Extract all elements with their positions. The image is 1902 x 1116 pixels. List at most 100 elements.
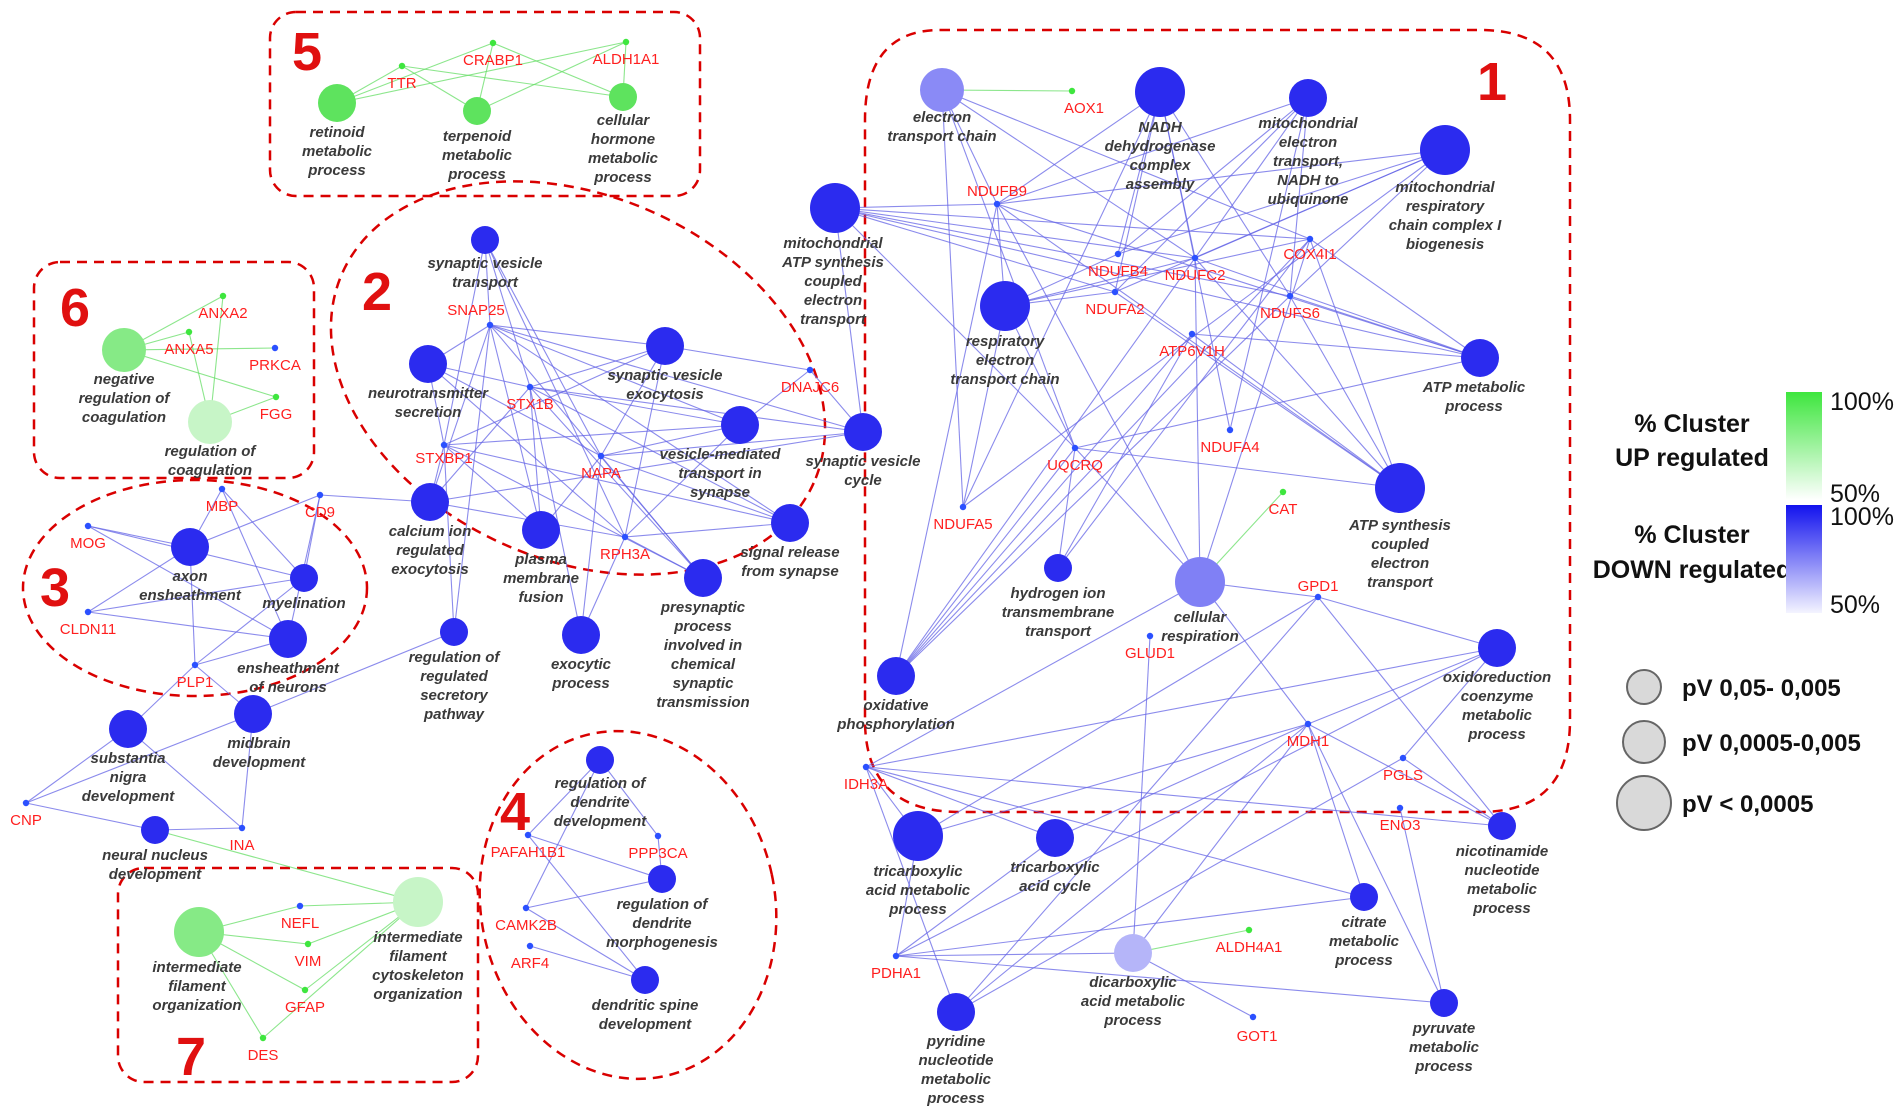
gene-node-VIM — [304, 940, 312, 948]
gene-label-NDUFB9: NDUFB9 — [967, 183, 1027, 200]
term-label-line: exocytosis — [626, 386, 704, 403]
term-label-oxphos: oxidative phosphorylation — [836, 697, 955, 733]
term-label-line: coupled — [804, 273, 862, 290]
term-label-line: oxidative — [863, 697, 928, 714]
edge-signal_rel-SNAP25 — [489, 324, 791, 524]
term-label-line: process — [1472, 900, 1531, 917]
gene-label-NDUFS6: NDUFS6 — [1260, 305, 1320, 322]
gene-node-PAFAH1B1 — [524, 831, 532, 839]
edge-tca_cycle-PDHA1 — [895, 837, 1056, 957]
gene-label-STX1B: STX1B — [506, 396, 554, 413]
legend-pv-large-circle — [1616, 775, 1672, 831]
term-label-line: coenzyme — [1461, 688, 1534, 705]
gene-node-COX4I1 — [1306, 235, 1314, 243]
term-label-line: phosphorylation — [836, 716, 955, 733]
edge-midbrain-INA — [241, 713, 254, 829]
edge-cell_resp-UQCRQ — [1074, 447, 1201, 583]
term-label-line: acid metabolic — [1081, 993, 1186, 1010]
edge-mito_etn-NDUFB9 — [996, 97, 1309, 205]
gene-label-CD9: CD9 — [305, 504, 335, 521]
edge-nt_sec-NAPA — [427, 363, 602, 457]
edge-syn_cycle-ca_exo — [429, 431, 864, 503]
edge-pm_fusion-STXBP1 — [443, 444, 542, 531]
edge-pyruvate-ENO3 — [1399, 807, 1445, 1004]
term-node-pm_fusion — [522, 511, 560, 549]
gene-node-NDUFS6 — [1286, 292, 1294, 300]
term-node-terpenoid — [463, 97, 491, 125]
edge-atp_syn-NDUFB9 — [996, 203, 1401, 489]
edge-atp_syn-ATP6V1H — [1191, 333, 1401, 489]
edge-vesicle_med-STX1B — [529, 386, 741, 426]
edge-dicarbox-PDHA1 — [895, 952, 1134, 957]
legend-up-title-line2: UP regulated — [1615, 444, 1769, 472]
edge-mito_resp-NDUFB9 — [996, 149, 1446, 205]
gene-node-ARF4 — [526, 942, 534, 950]
term-label-line: process — [926, 1090, 985, 1107]
edge-ens_neur-MBP — [221, 488, 289, 640]
edge-ca_exo-STX1B — [429, 386, 531, 503]
term-label-line: involved in — [664, 637, 742, 654]
edge-oxphos-NDUFB9 — [895, 203, 998, 677]
gene-node-CNP — [22, 799, 30, 807]
legend: % Cluster UP regulated 100% 50% % Cluste… — [1593, 388, 1894, 831]
term-label-line: metabolic — [302, 143, 373, 160]
gene-node-NDUFC2 — [1191, 254, 1199, 262]
edge-neural_nuc-CNP — [25, 802, 156, 831]
edge-axon_ens-PLP1 — [189, 546, 196, 666]
edge-dend_spine-ARF4 — [529, 945, 646, 981]
cluster-numbers: 1 2 3 4 5 6 7 — [40, 22, 1507, 1087]
edge-syn_cycle-NAPA — [600, 431, 864, 457]
edge-cell_horm-CRABP1 — [492, 42, 624, 98]
gene-node-GPD1 — [1314, 593, 1322, 601]
term-label-line: regulated — [396, 542, 464, 559]
term-label-line: transport, — [1273, 153, 1343, 170]
term-node-syn_exo — [646, 327, 684, 365]
edge-ca_exo-SNAP25 — [429, 324, 491, 503]
legend-up-title-line1: % Cluster — [1634, 410, 1750, 438]
edge-myelin-MBP — [221, 488, 305, 579]
edge-reg_dend-PPP3CA — [599, 759, 659, 837]
edge-oxphos-UQCRQ — [895, 447, 1076, 677]
edge-reg_dend_m-PAFAH1B1 — [527, 834, 663, 880]
edge-retinoid-CRABP1 — [336, 42, 494, 104]
edge-oxired-GPD1 — [1317, 596, 1498, 649]
term-label-line: process — [447, 166, 506, 183]
cluster-number-3: 3 — [40, 558, 70, 618]
gene-node-UQCRQ — [1071, 444, 1079, 452]
edge-nadh-NDUFB9 — [996, 91, 1161, 205]
term-label-line: chain complex I — [1389, 217, 1502, 234]
term-label-line: complex — [1130, 157, 1192, 174]
gene-node-MOG — [84, 522, 92, 530]
gene-label-ANXA5: ANXA5 — [164, 341, 213, 358]
term-label-line: organization — [373, 986, 462, 1003]
term-node-vesicle_med — [721, 406, 759, 444]
term-label-line: development — [554, 813, 648, 830]
edge-syn_vt-STXBP1 — [443, 239, 486, 446]
term-label-line: cytoskeleton — [372, 967, 464, 984]
cluster-outline-7 — [116, 866, 480, 1084]
edge-citrate-IDH3A — [865, 766, 1365, 898]
gene-label-MBP: MBP — [206, 498, 239, 515]
legend-up-max: 100% — [1830, 388, 1894, 416]
term-node-atp_syn — [1375, 463, 1425, 513]
term-label-line: ATP metabolic — [1422, 379, 1526, 396]
edge-myelin-CLDN11 — [87, 577, 305, 613]
gene-label-AOX1: AOX1 — [1064, 100, 1104, 117]
term-node-nadh — [1135, 67, 1185, 117]
cluster-number-7: 7 — [176, 1027, 206, 1087]
term-node-nicotin — [1488, 812, 1516, 840]
edge-atp_met-ATP6V1H — [1191, 333, 1481, 359]
term-node-axon_ens — [171, 528, 209, 566]
